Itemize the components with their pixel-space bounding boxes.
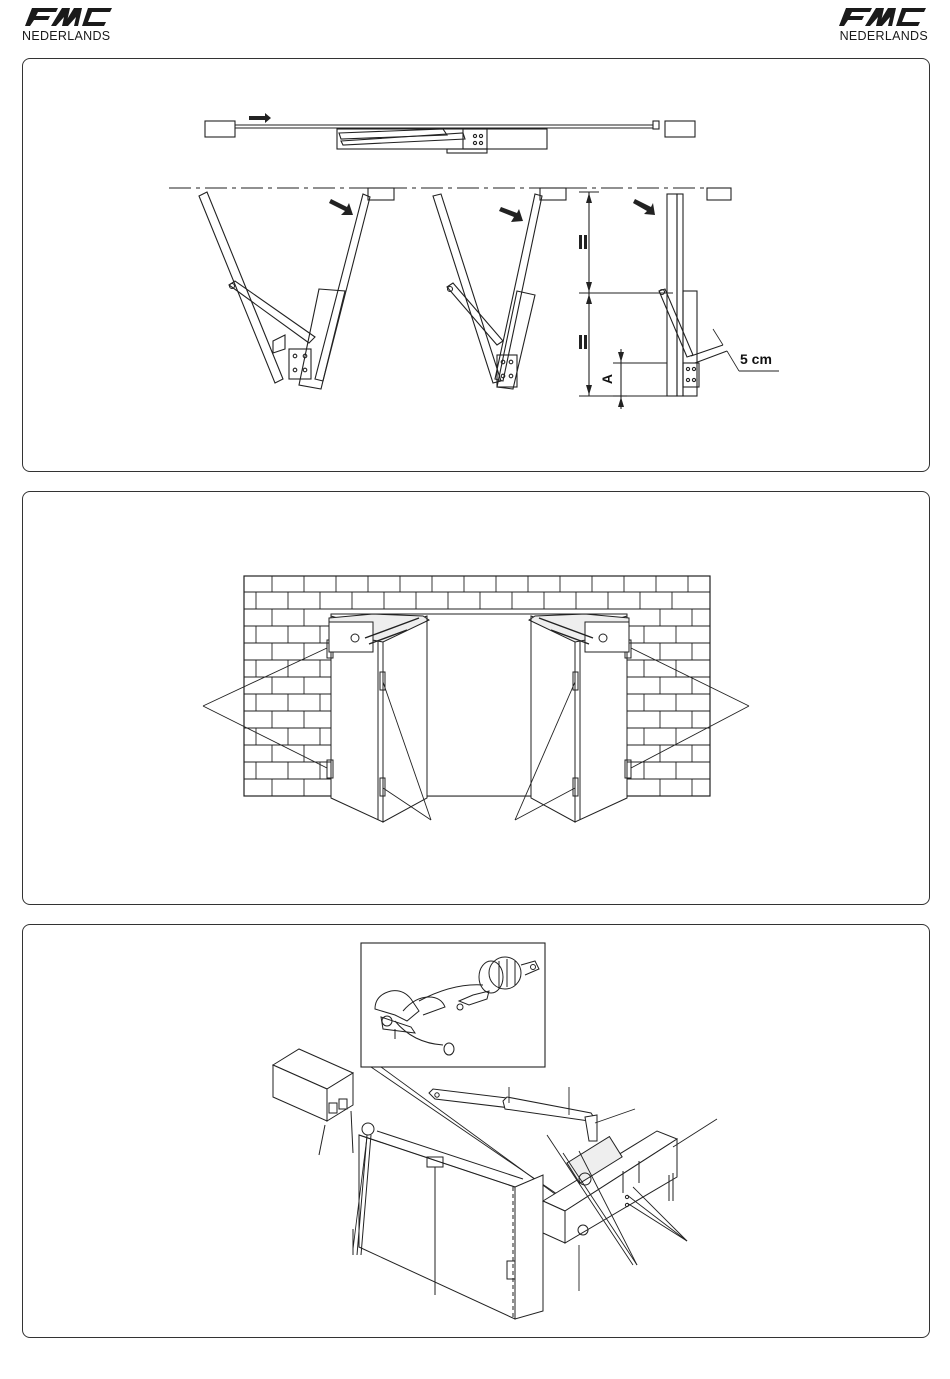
front-view-drawing [23,492,929,904]
top-view-closed [205,113,695,153]
language-label: NEDERLANDS [798,29,928,43]
arm-position-open [199,192,370,389]
gate-leaf-side [353,1123,543,1319]
arm-positions-drawing [23,59,929,471]
brand-header-left: NEDERLANDS [22,6,152,43]
figure-installation-overview [22,924,930,1338]
operator-unit [543,1131,677,1243]
dimension-label-a: A [599,374,615,384]
arm-position-middle [433,194,542,389]
installation-drawing [23,925,929,1337]
release-key-inset [361,943,545,1067]
language-label: NEDERLANDS [22,29,152,43]
dimension-label-5cm: 5 cm [740,351,772,367]
lever-arm [429,1089,597,1141]
figure-front-view [22,491,930,905]
gate-leaf-left [327,614,429,822]
faac-logo [22,6,114,28]
junction-box [273,1049,353,1155]
brand-header-right: NEDERLANDS [798,6,928,43]
faac-logo [836,6,928,28]
gate-leaf-right [529,614,631,822]
figure-arm-positions: 5 cm A [22,58,930,472]
